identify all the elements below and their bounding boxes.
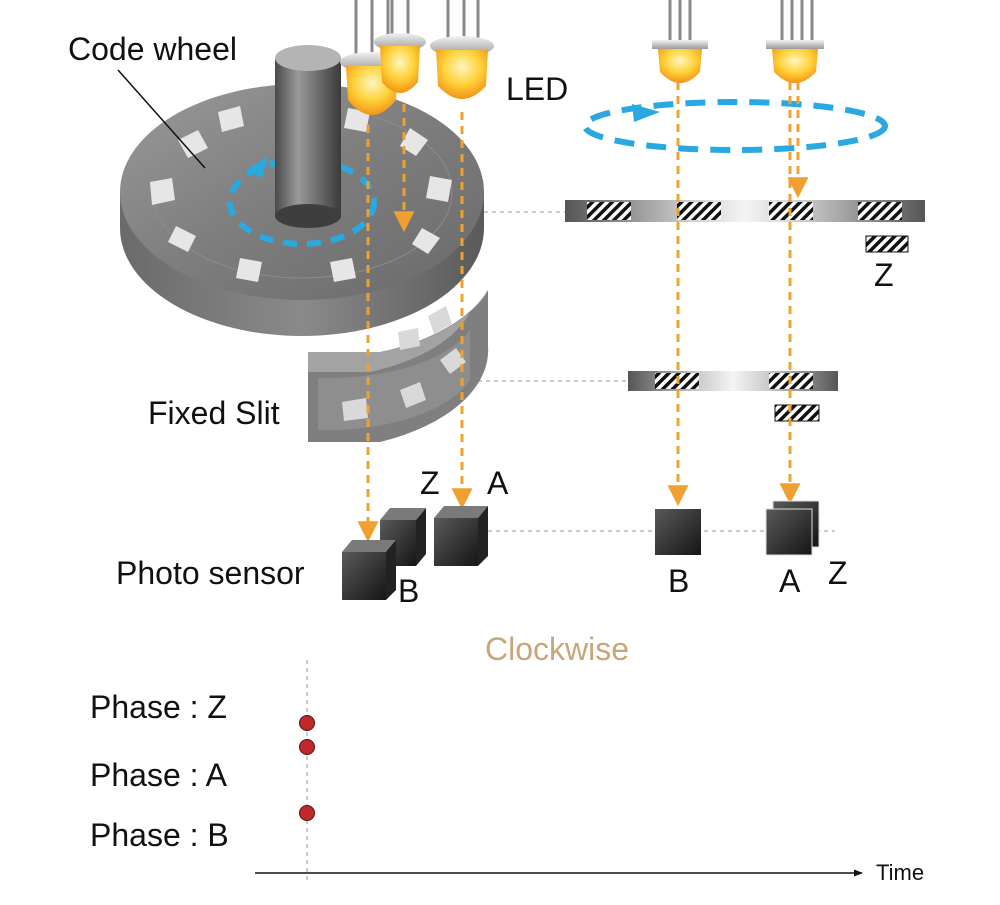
phase-z-label: Phase : Z	[90, 689, 227, 725]
led-group-left	[340, 0, 494, 115]
photo-sensor-label: Photo sensor	[116, 555, 305, 591]
sensor-b-cube	[342, 540, 396, 600]
z-index-label: Z	[874, 257, 894, 293]
sensor-a-cube	[434, 506, 488, 566]
right-a-label: A	[779, 563, 801, 599]
sensor-z-label: Z	[420, 465, 440, 501]
light-beams-right	[667, 82, 809, 507]
fixed-slit-strip	[628, 371, 838, 391]
phase-z-signal-dot	[299, 715, 315, 731]
led-bulb-icon	[430, 0, 494, 99]
sensor-b-label: B	[398, 573, 419, 609]
fixed-slit-label: Fixed Slit	[148, 395, 280, 431]
led-label: LED	[506, 71, 568, 107]
led-bulb-icon	[766, 0, 824, 83]
timing-title: Clockwise	[485, 631, 629, 667]
led-bulb-icon	[652, 0, 708, 83]
sensor-b-right	[655, 509, 701, 555]
sensor-a-label: A	[487, 465, 509, 501]
fixed-slit	[308, 290, 489, 442]
wheel-rotation-arrowhead-icon	[246, 156, 268, 178]
code-wheel	[120, 45, 484, 336]
shaft	[275, 45, 341, 228]
time-axis-label: Time	[876, 860, 924, 885]
photo-sensors-left	[342, 506, 488, 600]
z-index-mark	[865, 235, 909, 253]
code-wheel-strip	[565, 200, 925, 222]
phase-b-signal-dot	[299, 805, 315, 821]
right-b-label: B	[668, 563, 689, 599]
slit-windows	[342, 306, 466, 421]
sensor-a-right	[765, 508, 813, 556]
right-z-label: Z	[828, 555, 848, 591]
phase-b-label: Phase : B	[90, 817, 229, 853]
led-group-right	[652, 0, 824, 83]
light-beams-left	[357, 104, 473, 543]
code-wheel-leader-line	[117, 69, 206, 169]
phase-a-signal-dot	[299, 739, 315, 755]
led-bulb-icon	[374, 0, 426, 93]
rotation-arrow-icon	[582, 99, 888, 153]
wheel-slots	[150, 106, 452, 282]
z-slit-mark	[774, 404, 820, 422]
phase-a-label: Phase : A	[90, 757, 228, 793]
rotation-arrowhead-icon	[632, 104, 660, 122]
code-wheel-label: Code wheel	[68, 31, 237, 67]
